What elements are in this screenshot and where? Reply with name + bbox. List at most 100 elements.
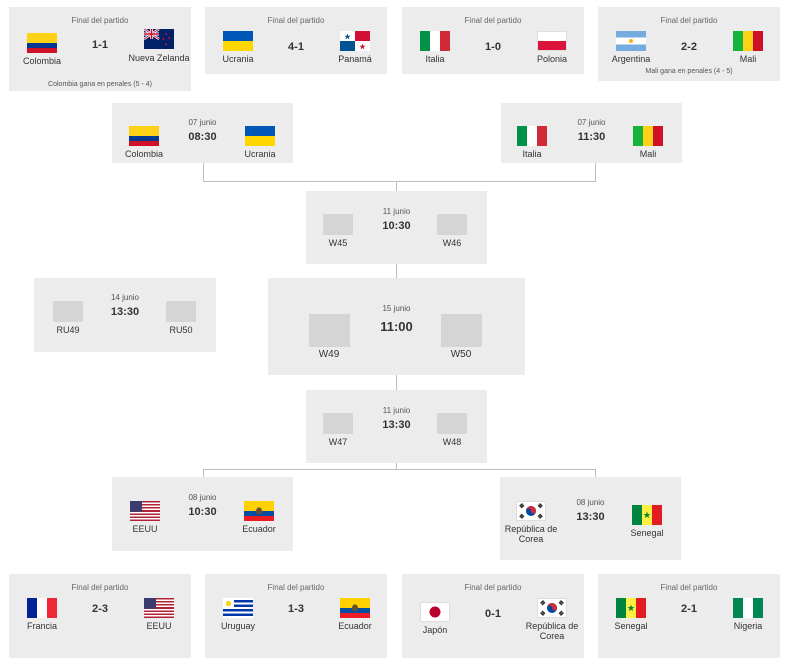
match-score: 1-0 [485, 41, 501, 53]
team-name: W46 [442, 238, 462, 248]
team-placeholder-image [437, 214, 467, 235]
team-name: Japón [422, 625, 448, 635]
france-flag [27, 598, 57, 618]
match-card[interactable]: 11 junio 13:30 W47 W48 [306, 390, 487, 463]
team-name: República de Corea [504, 524, 558, 544]
italy-flag [420, 31, 450, 51]
colombia-flag [27, 33, 57, 53]
match-card[interactable]: 07 junio 08:30 Colombia Ucrania [112, 103, 293, 163]
ukraine-flag [245, 126, 275, 146]
team-name: RU50 [169, 325, 193, 335]
match-score: 2-2 [681, 41, 697, 53]
team-name: Ecuador [242, 524, 276, 534]
match-time: 11:30 [577, 131, 606, 143]
south-korea-flag [537, 598, 567, 618]
team-name: Argentina [611, 54, 651, 64]
team-name: W45 [328, 238, 348, 248]
senegal-flag [632, 505, 662, 525]
team-b[interactable]: Panamá [315, 31, 395, 64]
final-match-card[interactable]: 15 junio 11:00 W49 W50 [268, 278, 525, 375]
match-card[interactable]: Final del partido 4-1 Ucrania Panamá [205, 7, 387, 74]
ecuador-flag [340, 598, 370, 618]
team-b[interactable]: Mali [708, 31, 787, 64]
team-name: Nueva Zelanda [128, 53, 190, 63]
match-card[interactable]: 11 junio 10:30 W45 W46 [306, 191, 487, 264]
team-name: Polonia [536, 54, 568, 64]
team-placeholder-image [53, 301, 83, 322]
team-name: Mali [739, 54, 757, 64]
team-a[interactable]: Italia [395, 31, 475, 64]
match-card[interactable]: 08 junio 13:30 República de Corea Senega… [500, 477, 681, 560]
team-b[interactable]: Nigeria [708, 598, 787, 631]
match-card[interactable]: Final del partido 1-1 Colombia Nueva Zel… [9, 7, 191, 91]
team-b[interactable]: Ecuador [219, 501, 299, 534]
match-card[interactable]: Final del partido 2-3 Francia EEUU [9, 574, 191, 658]
team-b[interactable]: Ecuador [315, 598, 395, 631]
match-score: 1-1 [92, 39, 108, 51]
team-a[interactable]: RU49 [28, 301, 108, 335]
match-card[interactable]: 08 junio 10:30 EEUU Ecuador [112, 477, 293, 551]
connector-final-sf-bottom [396, 375, 397, 390]
match-time: 10:30 [188, 506, 217, 518]
team-a[interactable]: Uruguay [198, 598, 278, 631]
south-korea-flag [516, 501, 546, 521]
team-name: Colombia [22, 56, 62, 66]
team-a[interactable]: República de Corea [491, 501, 571, 544]
match-date: 14 junio [110, 293, 140, 302]
match-card[interactable]: Final del partido 0-1 Japón República de… [402, 574, 584, 658]
connector-top-hline [203, 181, 596, 182]
match-status: Final del partido [660, 16, 718, 25]
match-score: 2-1 [681, 603, 697, 615]
team-name: EEUU [132, 524, 158, 534]
team-a[interactable]: EEUU [105, 501, 185, 534]
match-date: 11 junio [382, 207, 411, 216]
team-b[interactable]: Senegal [607, 505, 687, 538]
team-a[interactable]: W47 [298, 413, 378, 447]
match-status: Final del partido [464, 583, 522, 592]
team-b[interactable]: W46 [412, 214, 492, 248]
team-b[interactable]: República de Corea [512, 598, 592, 641]
team-a[interactable]: Argentina [591, 31, 671, 64]
match-card[interactable]: Final del partido 2-2 Argentina Mali Mal… [598, 7, 780, 81]
team-name: Colombia [124, 149, 164, 159]
team-a[interactable]: Ucrania [198, 31, 278, 64]
team-a[interactable]: W45 [298, 214, 378, 248]
connector-bottom-hline [203, 469, 596, 470]
japan-flag [420, 602, 450, 622]
team-name: Ucrania [222, 54, 254, 64]
team-a[interactable]: Colombia [2, 33, 82, 66]
team-b[interactable]: W48 [412, 413, 492, 447]
team-b[interactable]: Ucrania [220, 126, 300, 159]
team-placeholder-image [323, 413, 353, 434]
team-b[interactable]: Nueva Zelanda [119, 29, 199, 63]
penalty-note: Colombia gana en penales (5 - 4) [48, 81, 152, 88]
team-name: Senegal [630, 528, 664, 538]
match-card[interactable]: 07 junio 11:30 Italia Mali [501, 103, 682, 163]
team-b[interactable]: RU50 [141, 301, 221, 335]
match-card[interactable]: Final del partido 1-0 Italia Polonia [402, 7, 584, 74]
team-b[interactable]: EEUU [119, 598, 199, 631]
team-b[interactable]: Polonia [512, 31, 592, 64]
poland-flag [537, 31, 567, 51]
team-placeholder-image [323, 214, 353, 235]
team-a[interactable]: Japón [395, 602, 475, 635]
match-status: Final del partido [660, 583, 718, 592]
senegal-flag [616, 598, 646, 618]
colombia-flag [129, 126, 159, 146]
match-score: 1-3 [288, 603, 304, 615]
team-a[interactable]: Francia [2, 598, 82, 631]
match-date: 08 junio [188, 493, 217, 502]
team-a[interactable]: Colombia [104, 126, 184, 159]
match-card[interactable]: Final del partido 1-3 Uruguay Ecuador [205, 574, 387, 658]
team-name: Senegal [614, 621, 648, 631]
team-a[interactable]: W49 [289, 314, 369, 360]
team-name: Nigeria [733, 621, 763, 631]
team-a[interactable]: Italia [492, 126, 572, 159]
team-a[interactable]: Senegal [591, 598, 671, 631]
connector-bottom-center-v [396, 463, 397, 469]
italy-flag [517, 126, 547, 146]
match-card[interactable]: Final del partido 2-1 Senegal Nigeria [598, 574, 780, 658]
team-b[interactable]: Mali [608, 126, 688, 159]
team-b[interactable]: W50 [421, 314, 501, 360]
match-card[interactable]: 14 junio 13:30 RU49 RU50 [34, 278, 216, 352]
